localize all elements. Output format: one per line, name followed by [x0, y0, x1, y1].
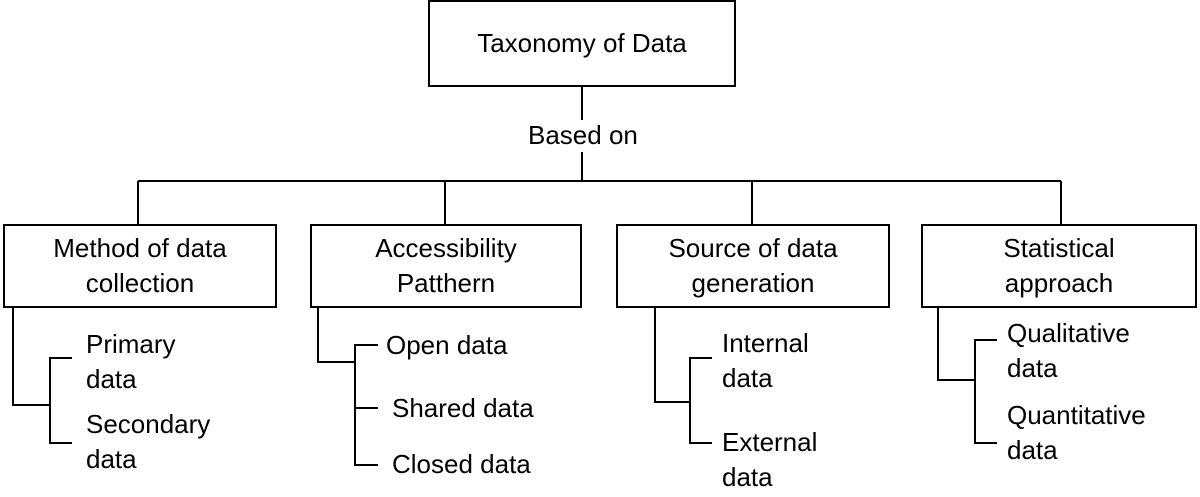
leaf-external-data: External data: [722, 425, 817, 495]
leaf-line: Primary: [86, 329, 176, 359]
category-title-line: approach: [1004, 268, 1114, 298]
category-title-line: Source of data: [668, 233, 838, 263]
leaf-line: Open data: [386, 330, 508, 360]
connector-label: Based on: [528, 120, 638, 150]
leaf-line: Internal: [722, 328, 809, 358]
category-title-line: generation: [691, 268, 815, 298]
category-title-line: Patthern: [396, 268, 496, 298]
leaf-line: Quantitative: [1007, 400, 1146, 430]
leaf-quantitative-data: Quantitative data: [1007, 398, 1146, 468]
leaf-primary-data: Primary data: [86, 327, 176, 397]
leaf-open-data: Open data: [386, 328, 507, 363]
category-title-line: Accessibility: [375, 233, 517, 263]
leaf-line: Secondary: [86, 409, 211, 439]
category-title-line: Method of data: [53, 233, 227, 263]
category-box-method: Method of data collection: [3, 224, 277, 308]
leaf-line: Qualitative: [1007, 318, 1130, 348]
category-box-statistical: Statistical approach: [921, 224, 1197, 308]
leaf-line: Closed data: [392, 449, 531, 479]
leaf-closed-data: Closed data: [392, 447, 531, 482]
leaf-secondary-data: Secondary data: [86, 407, 210, 477]
category-title-line: Statistical: [1003, 233, 1115, 263]
leaf-shared-data: Shared data: [392, 391, 534, 426]
category-title-line: collection: [85, 268, 195, 298]
leaf-line: data: [1007, 435, 1058, 465]
leaf-line: Shared data: [392, 393, 534, 423]
leaf-line: data: [722, 462, 773, 492]
root-node-title: Taxonomy of Data: [477, 28, 687, 58]
leaf-internal-data: Internal data: [722, 326, 809, 396]
leaf-line: data: [86, 444, 137, 474]
leaf-line: data: [1007, 353, 1058, 383]
leaf-line: External: [722, 427, 818, 457]
category-box-accessibility: Accessibility Patthern: [310, 224, 582, 308]
root-node-box: Taxonomy of Data: [428, 0, 736, 87]
leaf-line: data: [722, 363, 773, 393]
leaf-qualitative-data: Qualitative data: [1007, 316, 1130, 386]
category-box-source: Source of data generation: [616, 224, 890, 308]
leaf-line: data: [86, 364, 137, 394]
